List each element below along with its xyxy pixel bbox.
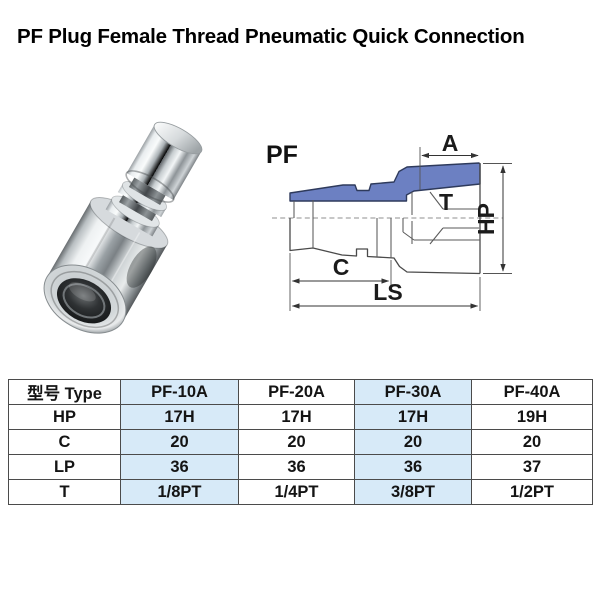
header-cell-pf30a: PF-30A — [354, 379, 472, 405]
spec-table: 型号 Type PF-10A PF-20A PF-30A PF-40A HP 1… — [8, 379, 593, 505]
product-photo — [43, 121, 203, 334]
row-label: HP — [8, 404, 121, 430]
table-row-t: T 1/8PT 1/4PT 3/8PT 1/2PT — [8, 479, 593, 505]
photo-collar — [105, 177, 167, 237]
table-row-c: C 20 20 20 20 — [8, 429, 593, 455]
spec-cell: 1/8PT — [120, 479, 239, 505]
header-cell-pf40a: PF-40A — [471, 379, 593, 405]
header-cell-type: 型号 Type — [8, 379, 121, 405]
spec-cell: 17H — [354, 404, 472, 430]
table-row-lp: LP 36 36 36 37 — [8, 454, 593, 480]
dim-label-hp: HP — [473, 203, 499, 235]
row-label: LP — [8, 454, 121, 480]
dim-label-c: C — [333, 254, 350, 280]
spec-cell: 3/8PT — [354, 479, 472, 505]
dim-a: A — [419, 130, 479, 190]
photo-plug-tip — [125, 121, 203, 203]
table-row-hp: HP 17H 17H 17H 19H — [8, 404, 593, 430]
table-header-row: 型号 Type PF-10A PF-20A PF-30A PF-40A — [8, 379, 593, 405]
diagram-upper-internals — [293, 191, 479, 218]
spec-cell: 1/2PT — [471, 479, 593, 505]
spec-cell: 37 — [471, 454, 593, 480]
spec-cell: 20 — [354, 429, 472, 455]
diagram-lower-outline — [289, 163, 481, 275]
series-label: PF — [266, 141, 298, 169]
dim-label-a: A — [442, 130, 459, 156]
spec-cell: 20 — [120, 429, 239, 455]
page-title: PF Plug Female Thread Pneumatic Quick Co… — [17, 25, 525, 48]
header-cell-pf10a: PF-10A — [120, 379, 239, 405]
header-cell-pf20a: PF-20A — [238, 379, 355, 405]
spec-cell: 17H — [238, 404, 355, 430]
dim-hp: HP — [473, 163, 512, 274]
spec-cell: 36 — [238, 454, 355, 480]
dim-c: C — [289, 253, 392, 311]
spec-cell: 17H — [120, 404, 239, 430]
row-label: C — [8, 429, 121, 455]
dim-ls: LS — [291, 277, 481, 311]
spec-cell: 1/4PT — [238, 479, 355, 505]
spec-cell: 36 — [120, 454, 239, 480]
spec-cell: 19H — [471, 404, 593, 430]
technical-diagram: A T HP C LS PF — [266, 130, 512, 311]
spec-cell: 20 — [471, 429, 593, 455]
spec-cell: 36 — [354, 454, 472, 480]
dim-label-t: T — [439, 189, 453, 215]
photo-thread-opening — [43, 264, 127, 334]
spec-cell: 20 — [238, 429, 355, 455]
dim-label-ls: LS — [373, 279, 402, 305]
row-label: T — [8, 479, 121, 505]
